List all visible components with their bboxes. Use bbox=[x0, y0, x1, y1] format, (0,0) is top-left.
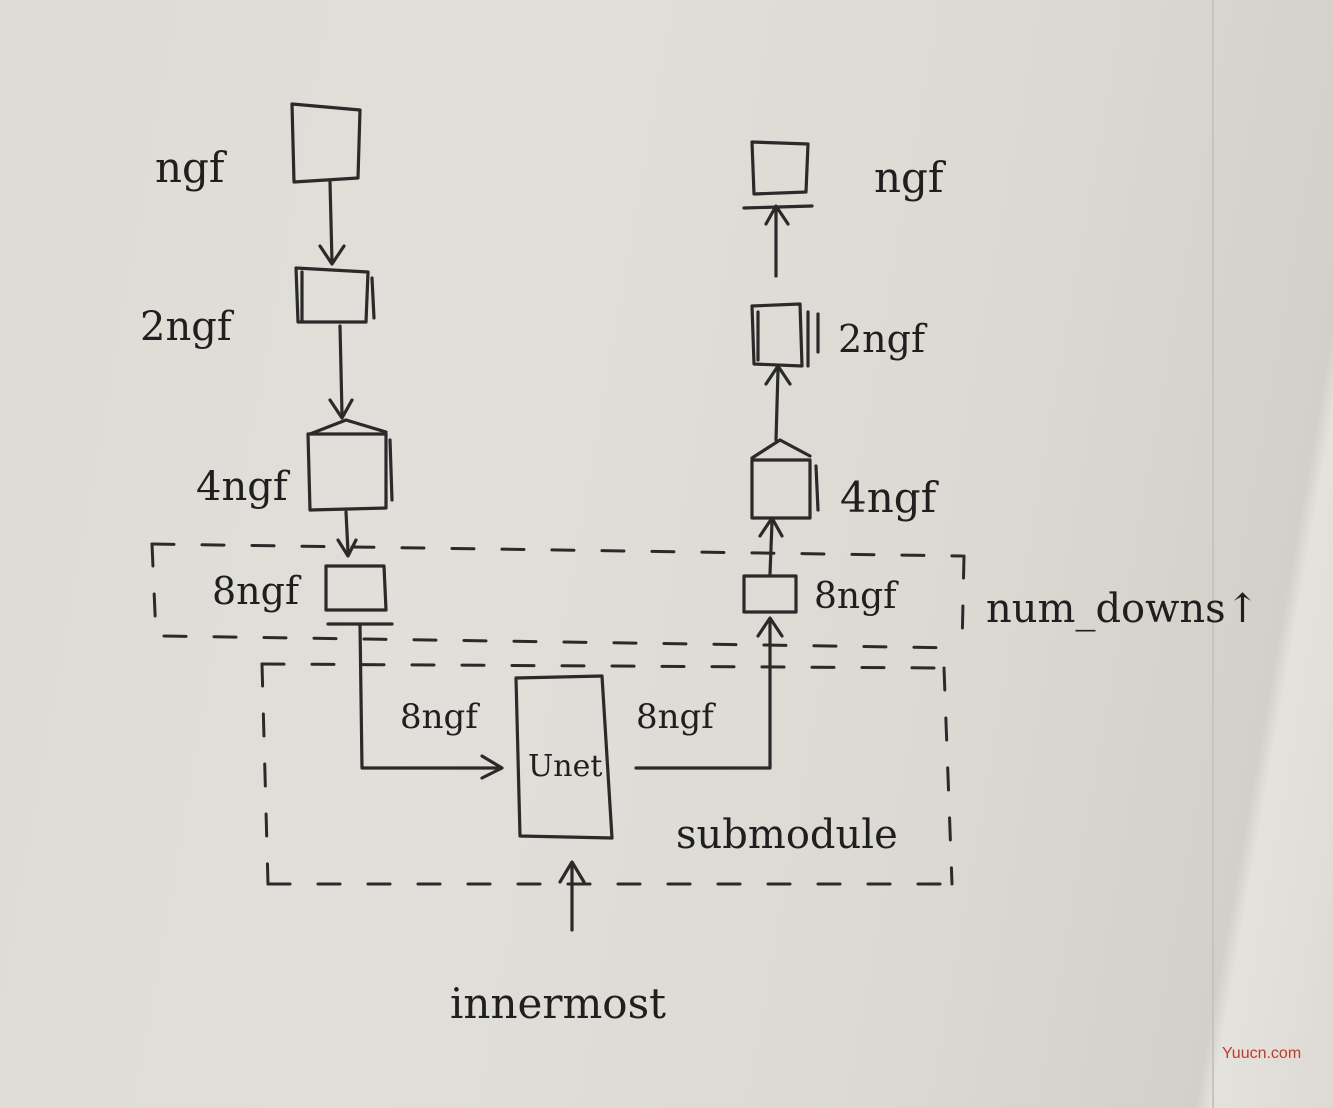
label-to-unet: 8ngf bbox=[400, 697, 480, 737]
label-innermost: innermost bbox=[450, 979, 666, 1028]
arrow-down-2 bbox=[338, 324, 344, 416]
arrow-down-3 bbox=[344, 510, 350, 554]
arrow-from-unet bbox=[634, 618, 772, 770]
left-block-4ngf bbox=[306, 418, 394, 512]
label-left-ngf: ngf bbox=[155, 143, 228, 192]
submodule-box bbox=[260, 662, 954, 886]
label-left-4ngf: 4ngf bbox=[196, 464, 291, 510]
left-block-8ngf bbox=[324, 564, 388, 612]
label-right-4ngf: 4ngf bbox=[840, 473, 940, 522]
left-block-2ngf bbox=[294, 266, 376, 324]
num-downs-box bbox=[150, 542, 966, 650]
watermark: Yuucn.com bbox=[1222, 1045, 1301, 1062]
unet-block bbox=[514, 674, 614, 840]
arrow-to-unet-head bbox=[480, 754, 504, 780]
label-num-downs: num_downs↑ bbox=[986, 586, 1259, 632]
label-right-ngf: ngf bbox=[874, 153, 947, 202]
arrow-innermost-head bbox=[558, 860, 586, 884]
right-block-ngf bbox=[742, 140, 814, 210]
arrow-from-unet-head bbox=[756, 616, 784, 638]
arrow-down-3-head bbox=[336, 538, 358, 558]
arrow-down-1-head bbox=[318, 244, 346, 266]
label-right-8ngf: 8ngf bbox=[814, 576, 899, 617]
label-left-2ngf: 2ngf bbox=[140, 304, 235, 350]
label-right-2ngf: 2ngf bbox=[838, 317, 928, 361]
right-block-2ngf bbox=[750, 302, 820, 368]
right-block-4ngf bbox=[750, 438, 820, 520]
right-block-8ngf bbox=[742, 574, 798, 614]
arrow-up-1 bbox=[768, 520, 774, 576]
label-from-unet: 8ngf bbox=[636, 697, 716, 737]
arrow-to-unet bbox=[358, 622, 502, 770]
label-submodule: submodule bbox=[676, 812, 898, 858]
arrow-down-1 bbox=[328, 180, 334, 264]
arrow-up-2 bbox=[774, 368, 780, 442]
label-unet: Unet bbox=[528, 749, 602, 784]
label-left-8ngf: 8ngf bbox=[212, 569, 302, 613]
arrow-down-2-head bbox=[328, 398, 354, 420]
left-block-ngf bbox=[290, 102, 362, 184]
